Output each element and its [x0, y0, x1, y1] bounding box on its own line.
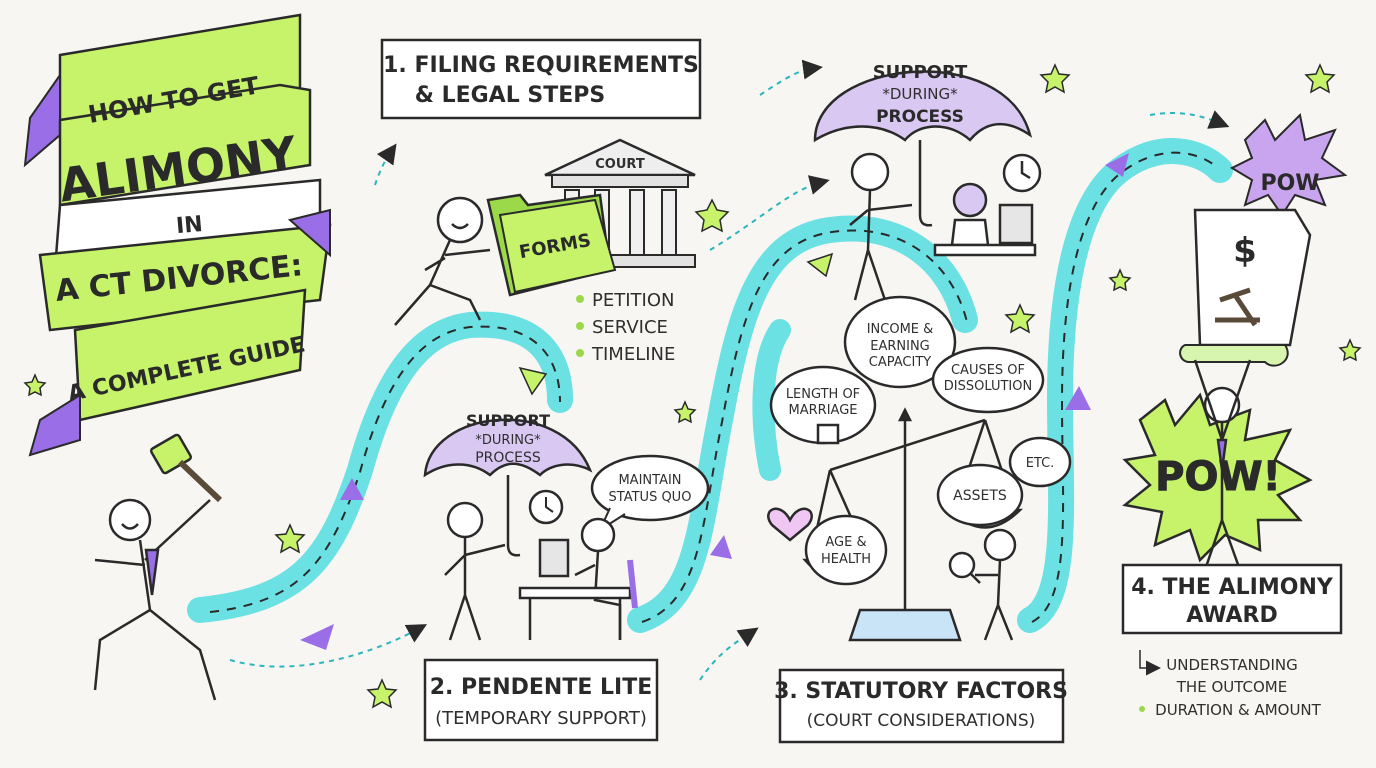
award-scroll-icon: [1179, 208, 1312, 367]
step1-heading-line1: 1. FILING REQUIREMENTS: [383, 53, 699, 78]
factor-assets: ASSETS: [953, 488, 1007, 504]
factor-etc: ETC.: [1026, 456, 1055, 471]
top-umbrella-line3: PROCESS: [876, 107, 964, 127]
top-umbrella-icon: [813, 70, 1033, 227]
step4-sub-line2: THE OUTCOME: [1176, 678, 1287, 696]
step2-heading-line1: 2. PENDENTE LITE: [430, 675, 653, 700]
running-figure-step1: [394, 196, 491, 326]
step4-sub-arrow: [1139, 650, 1161, 676]
step2-figures: [444, 501, 638, 641]
step1-bullet-2: SERVICE: [592, 317, 668, 338]
step4-heading-line1: 4. THE ALIMONY: [1131, 575, 1334, 600]
court-label: COURT: [595, 157, 645, 172]
maintain-status-quo-bubble: [590, 454, 710, 533]
step4-heading-line2: AWARD: [1186, 603, 1278, 628]
bubble-line1: MAINTAIN: [618, 473, 681, 488]
magnifier-figure: [948, 528, 1017, 641]
factor-income-line3: CAPACITY: [869, 355, 931, 370]
title-ribbon: [23, 13, 332, 457]
step2-umbrella-line1: SUPPORT: [466, 411, 550, 430]
factor-age-line2: HEALTH: [821, 552, 871, 567]
factor-length-line1: LENGTH OF: [786, 387, 860, 402]
step1-bullets: [576, 295, 584, 357]
step1-bullet-3: TIMELINE: [591, 344, 675, 365]
top-umbrella-line2: *DURING*: [882, 85, 958, 103]
step2-umbrella-line3: PROCESS: [475, 450, 541, 466]
bubble-line2: STATUS QUO: [609, 490, 692, 505]
pow-burst-big: [1122, 392, 1313, 563]
factor-length-line2: MARRIAGE: [789, 403, 858, 418]
step4-sub-line3: DURATION & AMOUNT: [1155, 701, 1321, 719]
factor-causes-line2: DISSOLUTION: [944, 379, 1032, 394]
gavel-icon: [149, 433, 223, 503]
step2-umbrella-line2: *DURING*: [475, 433, 541, 448]
decorative-sparkles: [23, 63, 1362, 709]
step1-bullet-1: PETITION: [592, 290, 674, 311]
step3-heading-line1: 3. STATUTORY FACTORS: [774, 679, 1068, 704]
top-umbrella-figures: [849, 152, 1042, 301]
factor-income-line2: EARNING: [870, 339, 930, 354]
scroll-symbol: $: [1233, 231, 1257, 271]
step3-heading-box: [778, 668, 1065, 744]
factor-income-line1: INCOME &: [867, 322, 934, 337]
step3-heading-line2: (COURT CONSIDERATIONS): [807, 711, 1036, 731]
step1-heading-box: [380, 38, 702, 120]
factor-age-line1: AGE &: [825, 535, 866, 550]
forms-folder-icon: [486, 193, 617, 297]
step2-heading-line2: (TEMPORARY SUPPORT): [435, 708, 647, 729]
factor-bubbles: [767, 295, 1072, 586]
step1-heading-line2: & LEGAL STEPS: [415, 83, 606, 108]
celebrating-figure-step4: [1193, 359, 1252, 571]
step4-sub-line1: UNDERSTANDING: [1166, 656, 1297, 674]
factor-causes-line1: CAUSES OF: [951, 363, 1025, 378]
clock-icon: [528, 489, 564, 525]
top-umbrella-line1: SUPPORT: [873, 62, 968, 83]
step4-sub-bullet: [1139, 706, 1145, 712]
pow-small-label: POW: [1260, 171, 1319, 196]
winding-path: [187, 59, 1233, 681]
title-line-3: IN: [175, 212, 204, 239]
pow-big-label: POW!: [1155, 454, 1281, 500]
step4-heading-box: [1121, 563, 1343, 635]
step2-umbrella-icon: [423, 418, 593, 557]
step2-heading-box: [423, 658, 659, 742]
jumping-figure-start: [93, 498, 217, 701]
pow-burst-small: [1229, 112, 1348, 217]
